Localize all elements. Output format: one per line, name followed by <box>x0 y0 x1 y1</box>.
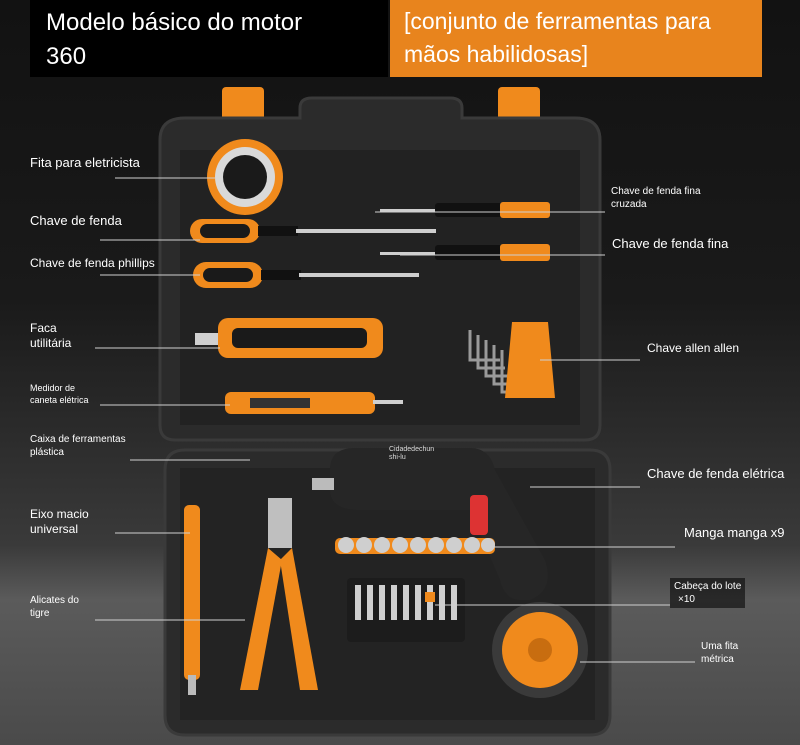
title-left-line1: Modelo básico do motor <box>46 9 303 36</box>
label-tiger-pliers: Alicates do tigre <box>30 594 79 620</box>
label-tape-measure: Uma fita métrica <box>701 640 738 666</box>
screwdriver-icon <box>190 219 436 243</box>
allen-holder-icon <box>505 322 555 398</box>
socket-sleeves-icon <box>335 537 495 554</box>
bit-set-icon <box>347 578 465 642</box>
fine-cross-screwdriver-icon <box>380 202 550 218</box>
label-bit-head-line1: Cabeça do lote <box>674 581 742 592</box>
label-fine-cross-screwdriver-line1: Chave de fenda fina <box>611 186 701 197</box>
label-screwdriver: Chave de fenda <box>30 213 122 228</box>
label-pen-meter: Medidor de caneta elétrica <box>30 382 89 406</box>
title-banner-left: Modelo básico do motor 360 <box>30 0 388 77</box>
title-banner-right: [conjunto de ferramentas para mãos habil… <box>390 0 762 77</box>
label-universal-shaft-line2: universal <box>30 522 79 536</box>
utility-knife-icon <box>195 318 383 358</box>
label-plastic-toolbox-line1: Caixa de ferramentas <box>30 434 126 445</box>
tape-measure-icon <box>492 602 588 698</box>
label-plastic-toolbox: Caixa de ferramentas plástica <box>30 433 126 459</box>
label-utility-knife: Faca utilitária <box>30 321 71 351</box>
label-allen-key: Chave allen allen <box>647 341 740 355</box>
label-pen-meter-line1: Medidor de <box>30 383 76 393</box>
label-fine-cross-screwdriver-line2: cruzada <box>611 199 647 210</box>
electrical-tape-icon <box>207 139 283 215</box>
label-utility-knife-line2: utilitária <box>30 336 72 350</box>
title-right-line2: mãos habilidosas] <box>404 41 589 67</box>
flex-shaft-icon <box>184 505 200 695</box>
watermark-text: Cidadedechun shi-lu <box>389 446 434 462</box>
label-universal-shaft-line1: Eixo macio <box>30 507 89 521</box>
label-universal-shaft: Eixo macio universal <box>30 507 89 537</box>
watermark-line1: Cidadedechun <box>389 446 435 453</box>
label-utility-knife-line1: Faca <box>30 321 57 335</box>
label-tape-measure-line2: métrica <box>701 654 734 665</box>
label-fine-cross-screwdriver: Chave de fenda fina cruzada <box>611 185 701 211</box>
label-tape-measure-line1: Uma fita <box>701 641 739 652</box>
title-left-line2: 360 <box>46 43 87 70</box>
voltage-pen-icon <box>225 392 403 414</box>
label-tiger-pliers-line2: tigre <box>30 608 50 619</box>
label-bit-head-line2: ×10 <box>678 594 695 605</box>
leader-lines <box>95 177 695 663</box>
label-fine-screwdriver: Chave de fenda fina <box>612 236 729 251</box>
label-bit-head: Cabeça do lote ×10 <box>670 578 746 608</box>
label-pen-meter-line2: caneta elétrica <box>30 395 89 405</box>
label-sleeves: Manga manga x9 <box>684 525 785 540</box>
title-right-line1: [conjunto de ferramentas para <box>404 8 711 34</box>
watermark-line2: shi-lu <box>389 454 406 461</box>
phillips-screwdriver-icon <box>193 262 419 288</box>
label-phillips-screwdriver: Chave de fenda phillips <box>30 256 155 270</box>
label-plastic-toolbox-line2: plástica <box>30 447 64 458</box>
pliers-icon <box>240 498 318 690</box>
electric-screwdriver-icon <box>312 448 548 600</box>
label-tiger-pliers-line1: Alicates do <box>30 595 79 606</box>
label-electrical-tape: Fita para eletricista <box>30 155 140 170</box>
fine-screwdriver-icon <box>380 244 550 261</box>
label-electric-screwdriver: Chave de fenda elétrica <box>647 466 785 481</box>
